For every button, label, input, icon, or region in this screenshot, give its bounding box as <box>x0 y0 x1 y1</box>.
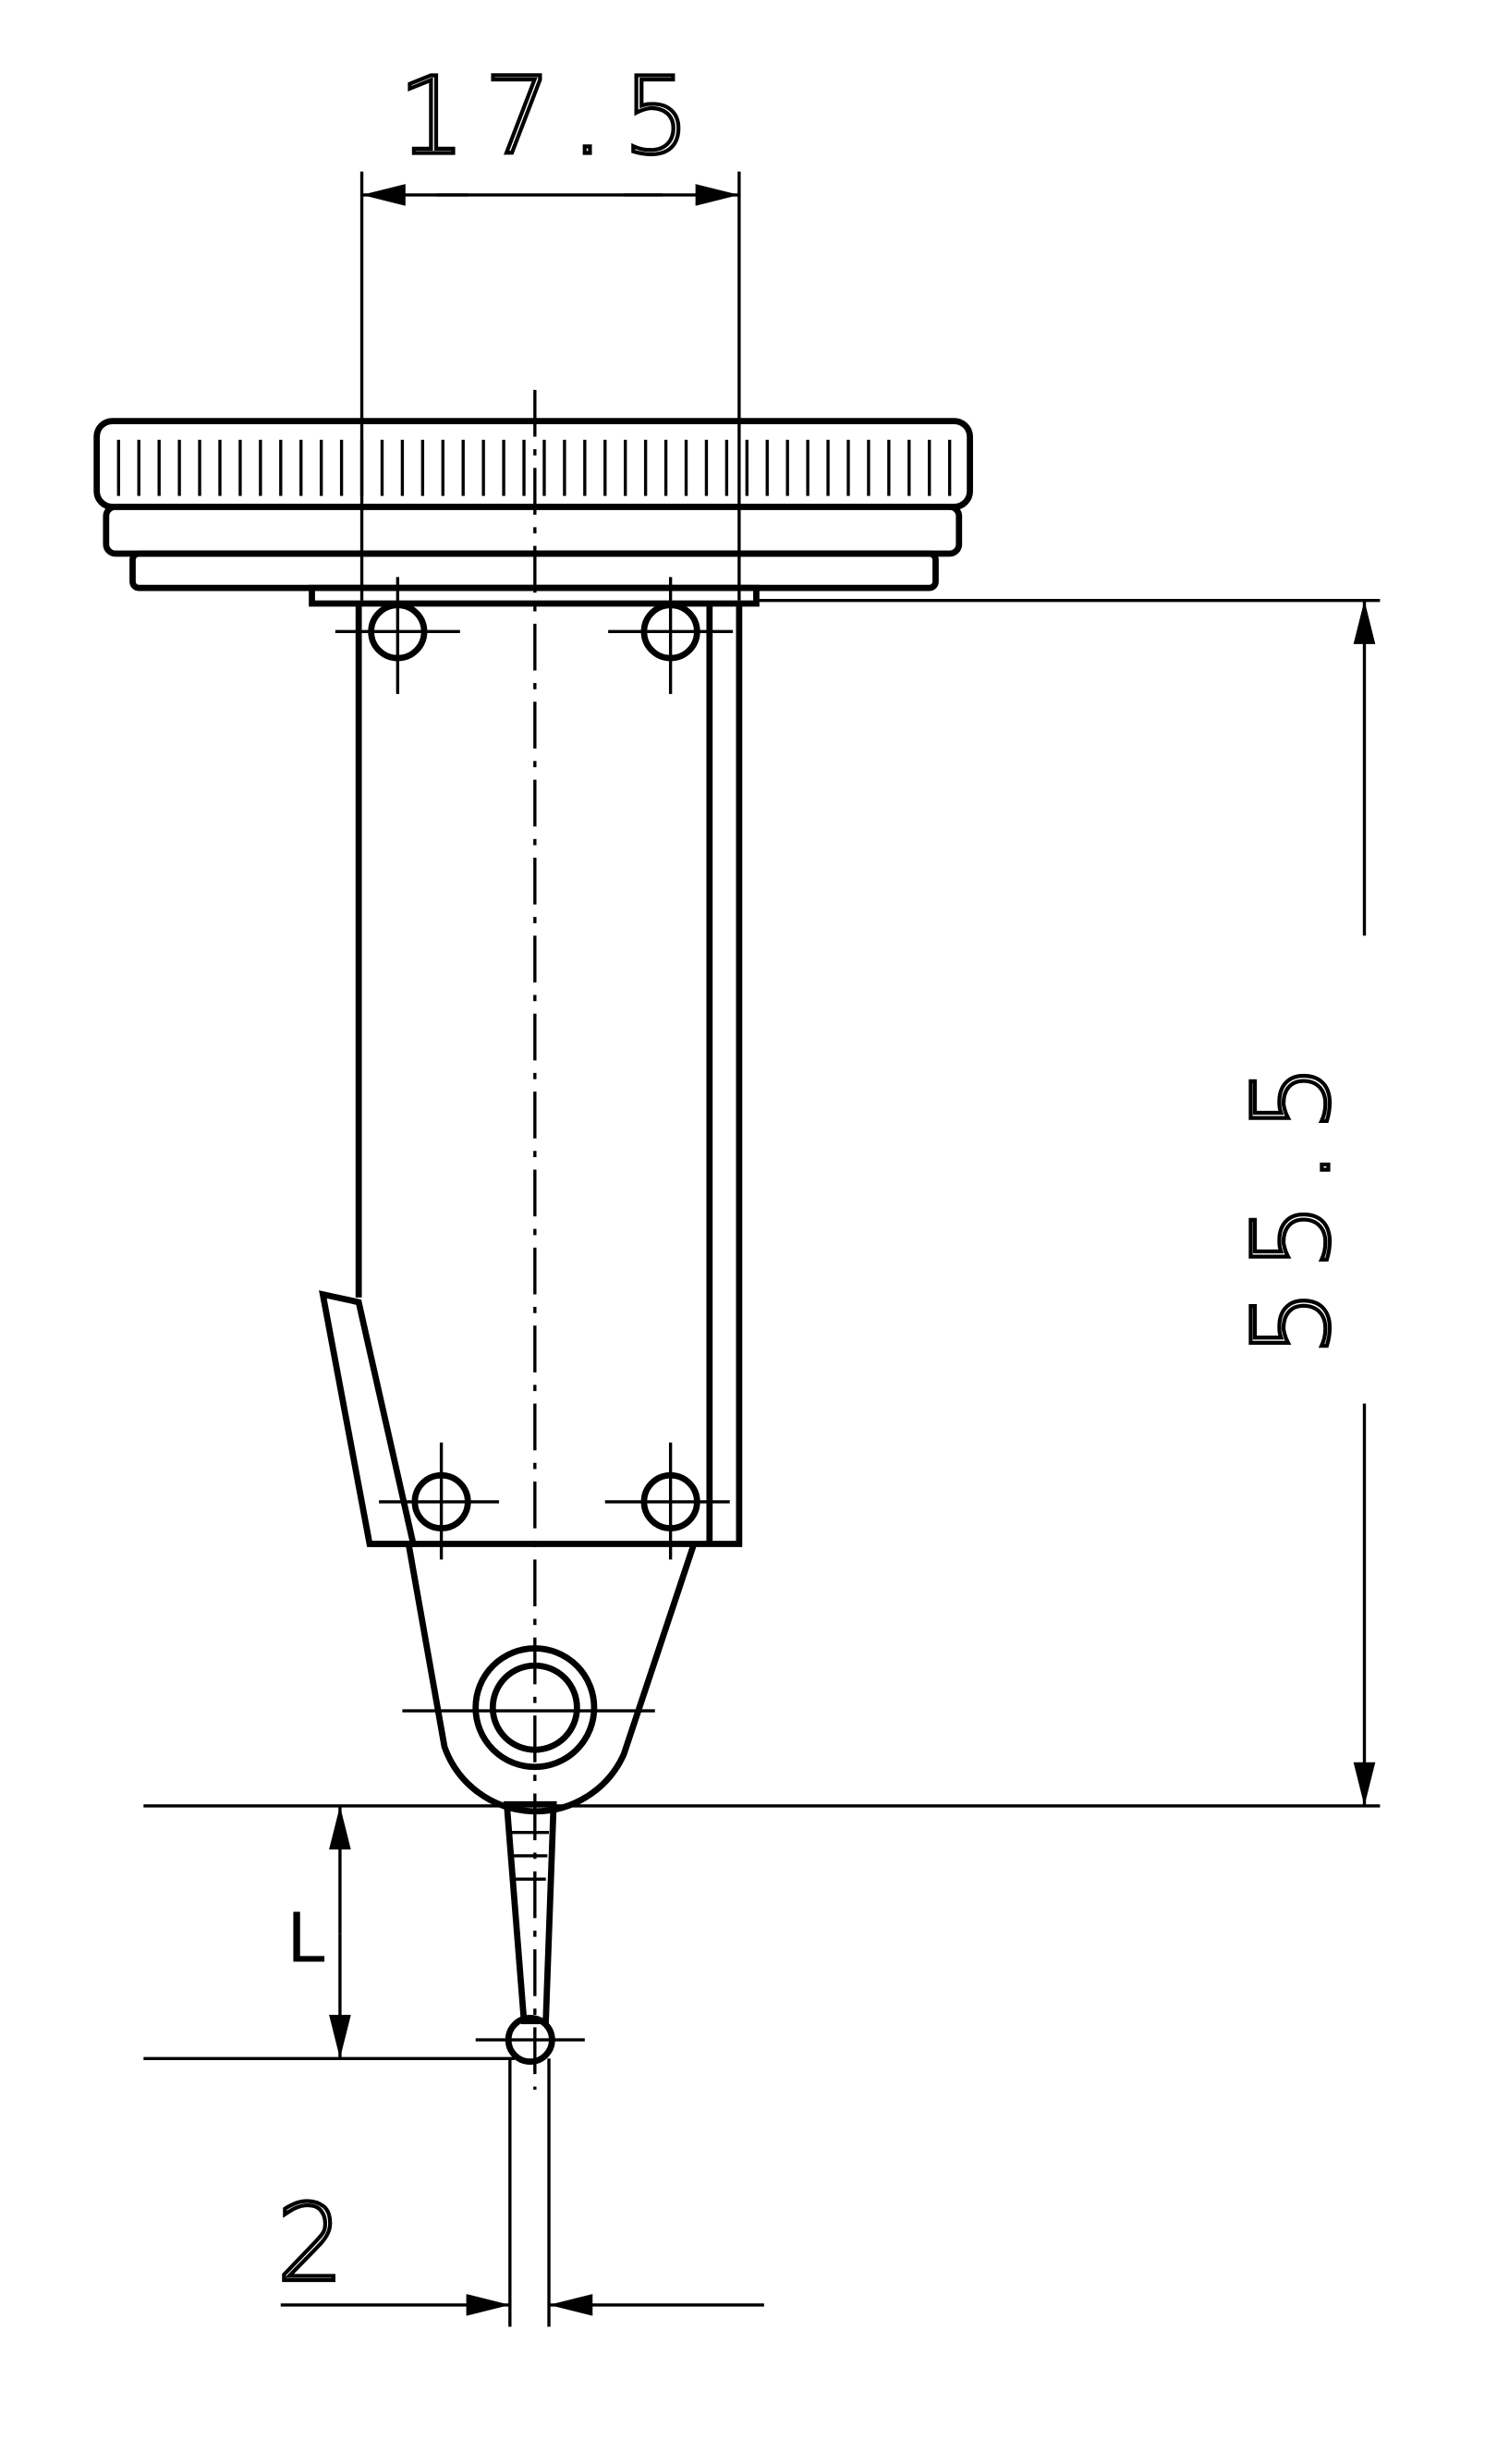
hole-bottom-left <box>379 1442 500 1560</box>
indicator-body <box>319 604 743 1547</box>
dimension-ball-diameter: 2 <box>274 2058 764 2327</box>
hole-top-left <box>335 577 460 694</box>
dimension-label-17-5: 17.5 <box>398 55 709 178</box>
dimension-label-55-5: 55.5 <box>1232 1045 1355 1356</box>
dimension-width-top: 17.5 <box>359 54 741 601</box>
hole-top-right <box>608 577 734 694</box>
dimension-label-2: 2 <box>276 2183 362 2306</box>
stylus <box>475 1800 585 2066</box>
mounting-holes <box>335 577 734 1560</box>
hole-bottom-right <box>604 1442 730 1560</box>
dimension-height-body: 55.5 <box>1230 600 1376 1806</box>
dimension-label-l: L <box>286 1898 324 1979</box>
pivot-arm <box>402 1543 698 1815</box>
dimension-stylus-length: L <box>286 1805 351 2059</box>
